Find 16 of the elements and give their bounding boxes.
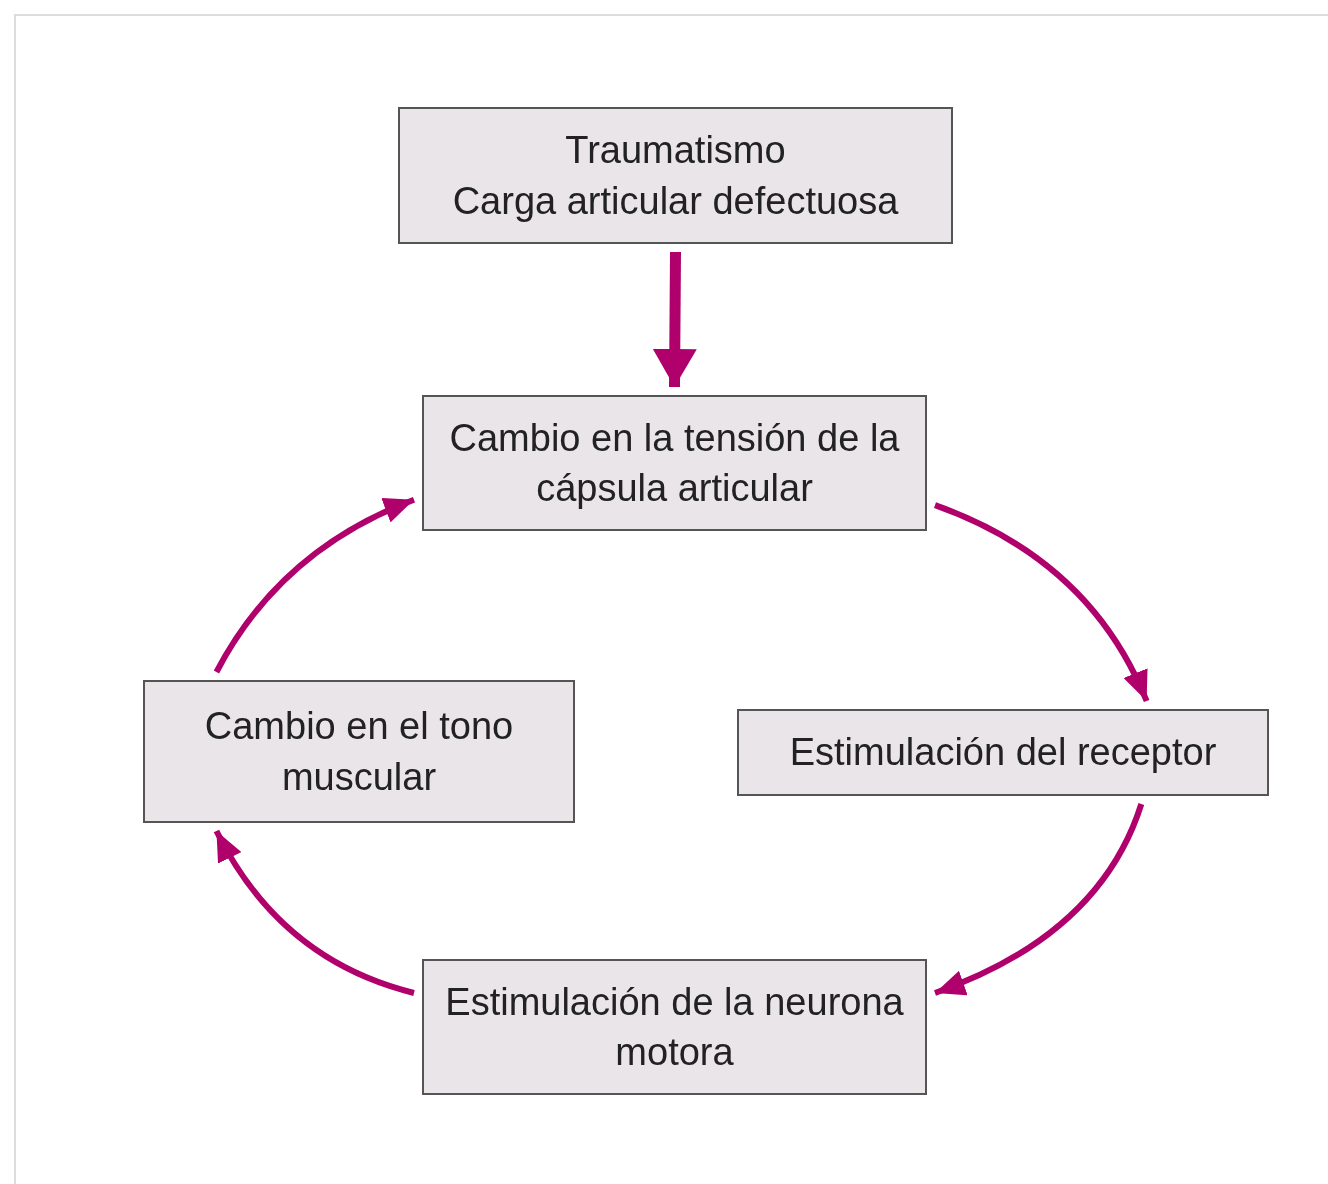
box-text: Cambio en la tensión de la cápsula articular <box>448 415 901 511</box>
process-box <box>737 709 1269 796</box>
box-text: Traumatismo <box>565 128 786 174</box>
box-text: Carga articular defectuosa <box>452 178 899 224</box>
process-box <box>422 395 927 531</box>
process-box <box>398 107 953 244</box>
box-text: Cambio en el tono muscular <box>203 704 515 800</box>
arrow <box>933 502 1150 703</box>
process-box <box>143 680 575 823</box>
arrow <box>213 829 415 996</box>
arrow <box>933 803 1145 996</box>
box-text: Estimulación de la neurona motora <box>444 979 905 1075</box>
arrow <box>652 251 697 388</box>
arrow <box>213 496 416 674</box>
process-box <box>422 959 927 1095</box>
box-text: Estimulación del receptor <box>789 730 1217 776</box>
